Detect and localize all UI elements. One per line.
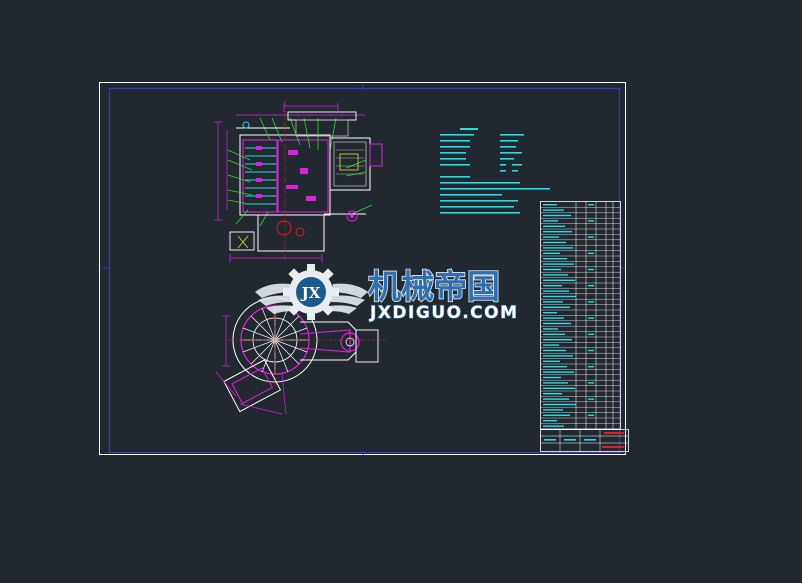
parts-row-qty — [588, 414, 594, 416]
parts-row-qty — [588, 366, 594, 368]
gear-icon: JX — [283, 264, 339, 320]
parts-row-text — [543, 403, 576, 406]
parts-row-text — [543, 371, 574, 373]
parts-row-qty — [588, 268, 594, 271]
parts-row-text — [543, 220, 558, 222]
parts-row-text — [543, 387, 575, 389]
parts-row-text — [543, 312, 557, 314]
parts-row-text — [543, 355, 573, 357]
watermark-logo: JX 机械帝国 JXDIGUO.COM — [255, 264, 519, 324]
parts-row-qty — [588, 252, 594, 254]
parts-row-text — [543, 366, 567, 368]
parts-row-text — [543, 301, 563, 303]
parts-row-text — [543, 268, 561, 271]
parts-row-text — [543, 290, 569, 292]
logo-letters: JX — [300, 284, 321, 302]
wings-icon — [255, 283, 368, 314]
parts-row-qty — [588, 317, 594, 319]
parts-row-text — [543, 225, 565, 227]
parts-row-qty — [588, 349, 594, 352]
parts-row-text — [543, 241, 566, 244]
parts-row-text — [543, 409, 563, 411]
parts-row-text — [543, 328, 558, 330]
parts-row-text — [543, 204, 557, 206]
parts-row-qty — [588, 301, 594, 303]
parts-row-qty — [588, 398, 594, 400]
parts-row-text — [543, 360, 560, 362]
parts-row-text — [543, 247, 573, 249]
parts-list-table — [540, 201, 629, 452]
parts-row-text — [543, 285, 562, 287]
parts-row-text — [543, 398, 569, 400]
parts-row-text — [543, 349, 566, 352]
parts-row-text — [543, 339, 572, 341]
parts-row-text — [543, 420, 557, 422]
parts-row-qty — [588, 204, 594, 206]
parts-row-qty — [588, 382, 594, 384]
parts-row-text — [543, 214, 571, 217]
sheet-inner-border — [108, 87, 621, 454]
parts-row-text — [543, 414, 570, 416]
parts-row-qty — [588, 285, 594, 287]
parts-row-text — [543, 209, 564, 211]
parts-row-text — [543, 322, 571, 325]
parts-row-text — [543, 393, 562, 395]
parts-row-text — [543, 295, 576, 298]
parts-row-text — [543, 317, 564, 319]
parts-row-text — [543, 382, 568, 384]
parts-row-qty — [588, 220, 594, 222]
parts-row-text — [543, 279, 575, 281]
parts-row-text — [543, 258, 567, 260]
parts-row-qty — [588, 333, 594, 335]
parts-row-text — [543, 231, 572, 233]
parts-row-text — [543, 376, 561, 379]
technical-notes — [440, 128, 550, 214]
brand-url: JXDIGUO.COM — [369, 303, 519, 323]
parts-row-text — [543, 333, 565, 335]
parts-row-text — [543, 425, 564, 427]
parts-row-text — [543, 344, 559, 346]
parts-row-text — [543, 274, 568, 276]
frame-tick-marks — [103, 84, 625, 456]
brand-name-cn: 机械帝国 — [368, 267, 500, 306]
parts-row-qty — [588, 236, 594, 238]
front-elevation-view — [214, 100, 383, 262]
parts-row-text — [543, 306, 570, 308]
parts-row-text — [543, 252, 560, 254]
parts-row-text — [543, 263, 574, 265]
parts-row-text — [543, 236, 559, 238]
